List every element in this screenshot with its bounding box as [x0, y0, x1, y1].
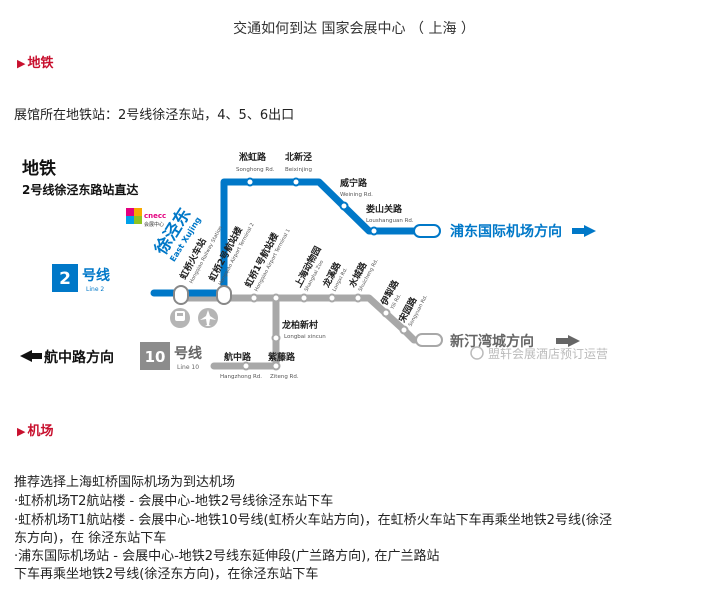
dest-hangzhong: 航中路方向 — [44, 349, 114, 366]
triangle-icon: ▶ — [17, 57, 26, 70]
metro-heading: ▶地铁 — [17, 52, 53, 71]
transfer-hub-left — [173, 285, 189, 305]
airport-line-5: ·浦东国际机场站 - 会展中心-地铁2号线东延伸段(广兰路方向), 在广兰路站 — [14, 549, 440, 564]
expo-logo: cnecc 会展中心 — [126, 208, 166, 228]
dest-pudong: 浦东国际机场方向 — [450, 223, 562, 240]
dest-xinjiang: 新汀湾城方向 — [450, 333, 534, 350]
station-hangzhong-en: Hangzhong Rd. — [220, 374, 262, 380]
station-ziteng-en: Ziteng Rd. — [270, 374, 299, 380]
transfer-hub-right — [216, 285, 232, 305]
line10-badge — [140, 342, 170, 370]
station-ziteng: 紫藤路 — [268, 351, 296, 363]
line2-route — [150, 178, 438, 297]
airplane-icon — [198, 308, 218, 328]
arrow-right-icon-shaft — [572, 228, 584, 234]
railway-icon — [170, 308, 190, 328]
line2-label: 号线 — [82, 267, 110, 284]
line2-en: Line 2 — [86, 286, 104, 293]
arrow-right-icon-gray — [568, 335, 580, 347]
airport-line-3: ·虹桥机场T1航站楼 - 会展中心-地铁10号线(虹桥火车站方向)，在虹桥火车站… — [14, 513, 613, 528]
line10-terminal — [415, 333, 443, 347]
map-title-main: 地铁 — [22, 158, 56, 179]
line10-en: Line 10 — [177, 364, 199, 371]
station-loushanguan-en: Loushanguan Rd. — [366, 218, 414, 224]
airport-line-1: 推荐选择上海虹桥国际机场为到达机场 — [14, 475, 236, 490]
station-hangzhong: 航中路 — [224, 351, 252, 363]
airport-line-4: 东方向)，在 徐泾东站下车 — [14, 531, 167, 546]
arrow-left-icon — [20, 350, 32, 362]
line10-badge-number: 10 — [145, 348, 166, 366]
airport-heading: ▶机场 — [17, 420, 53, 439]
station-songhong-en: Songhong Rd. — [236, 167, 275, 173]
line2-terminal — [413, 224, 441, 238]
station-beixinjing-en: Beixinjing — [285, 167, 312, 173]
airport-line-2: ·虹桥机场T2航站楼 - 会展中心-地铁2号线徐泾东站下车 — [14, 494, 334, 509]
line10-station-dots — [241, 293, 409, 371]
station-longbai: 龙柏新村 — [281, 319, 318, 331]
station-weining: 威宁路 — [340, 177, 368, 189]
metro-station-line: 展馆所在地铁站：2号线徐泾东站，4、5、6出口 — [14, 108, 295, 123]
airport-line-6: 下车再乘坐地铁2号线(徐泾东方向)，在徐泾东站下车 — [14, 567, 319, 582]
station-weining-en: Weining Rd. — [340, 192, 373, 198]
line2-badge — [52, 264, 78, 292]
airport-heading-label: 机场 — [27, 424, 54, 439]
arrow-right-icon — [584, 225, 596, 237]
station-loushanguan: 娄山关路 — [365, 203, 403, 215]
station-songhong: 淞虹路 — [239, 151, 267, 163]
watermark: 盟轩会展酒店预订运营 — [470, 346, 608, 361]
triangle-icon: ▶ — [17, 425, 26, 438]
watermark-text: 盟轩会展酒店预订运营 — [488, 347, 608, 361]
line10-label: 号线 — [174, 345, 202, 362]
metro-heading-label: 地铁 — [27, 56, 54, 71]
metro-map-svg: 地铁 2号线徐泾东路站直达 淞虹路 Songhong Rd. 北新泾 Beixi… — [20, 151, 608, 380]
line2-station-dots — [245, 177, 379, 236]
arrow-left-icon-shaft — [32, 353, 42, 359]
station-longbai-en: Longbai xincun — [284, 334, 326, 340]
page-title: 交通如何到达 国家会展中心 （ 上海 ） — [233, 21, 475, 37]
arrow-right-icon-gray-shaft — [556, 338, 568, 344]
line2-badge-number: 2 — [59, 269, 71, 289]
map-title-sub: 2号线徐泾东路站直达 — [22, 182, 138, 197]
metro-map: 地铁 2号线徐泾东路站直达 淞虹路 Songhong Rd. 北新泾 Beixi… — [14, 148, 694, 388]
logo-text: cnecc — [144, 212, 166, 220]
station-beixinjing: 北新泾 — [285, 151, 312, 163]
logo-sub: 会展中心 — [144, 221, 164, 228]
